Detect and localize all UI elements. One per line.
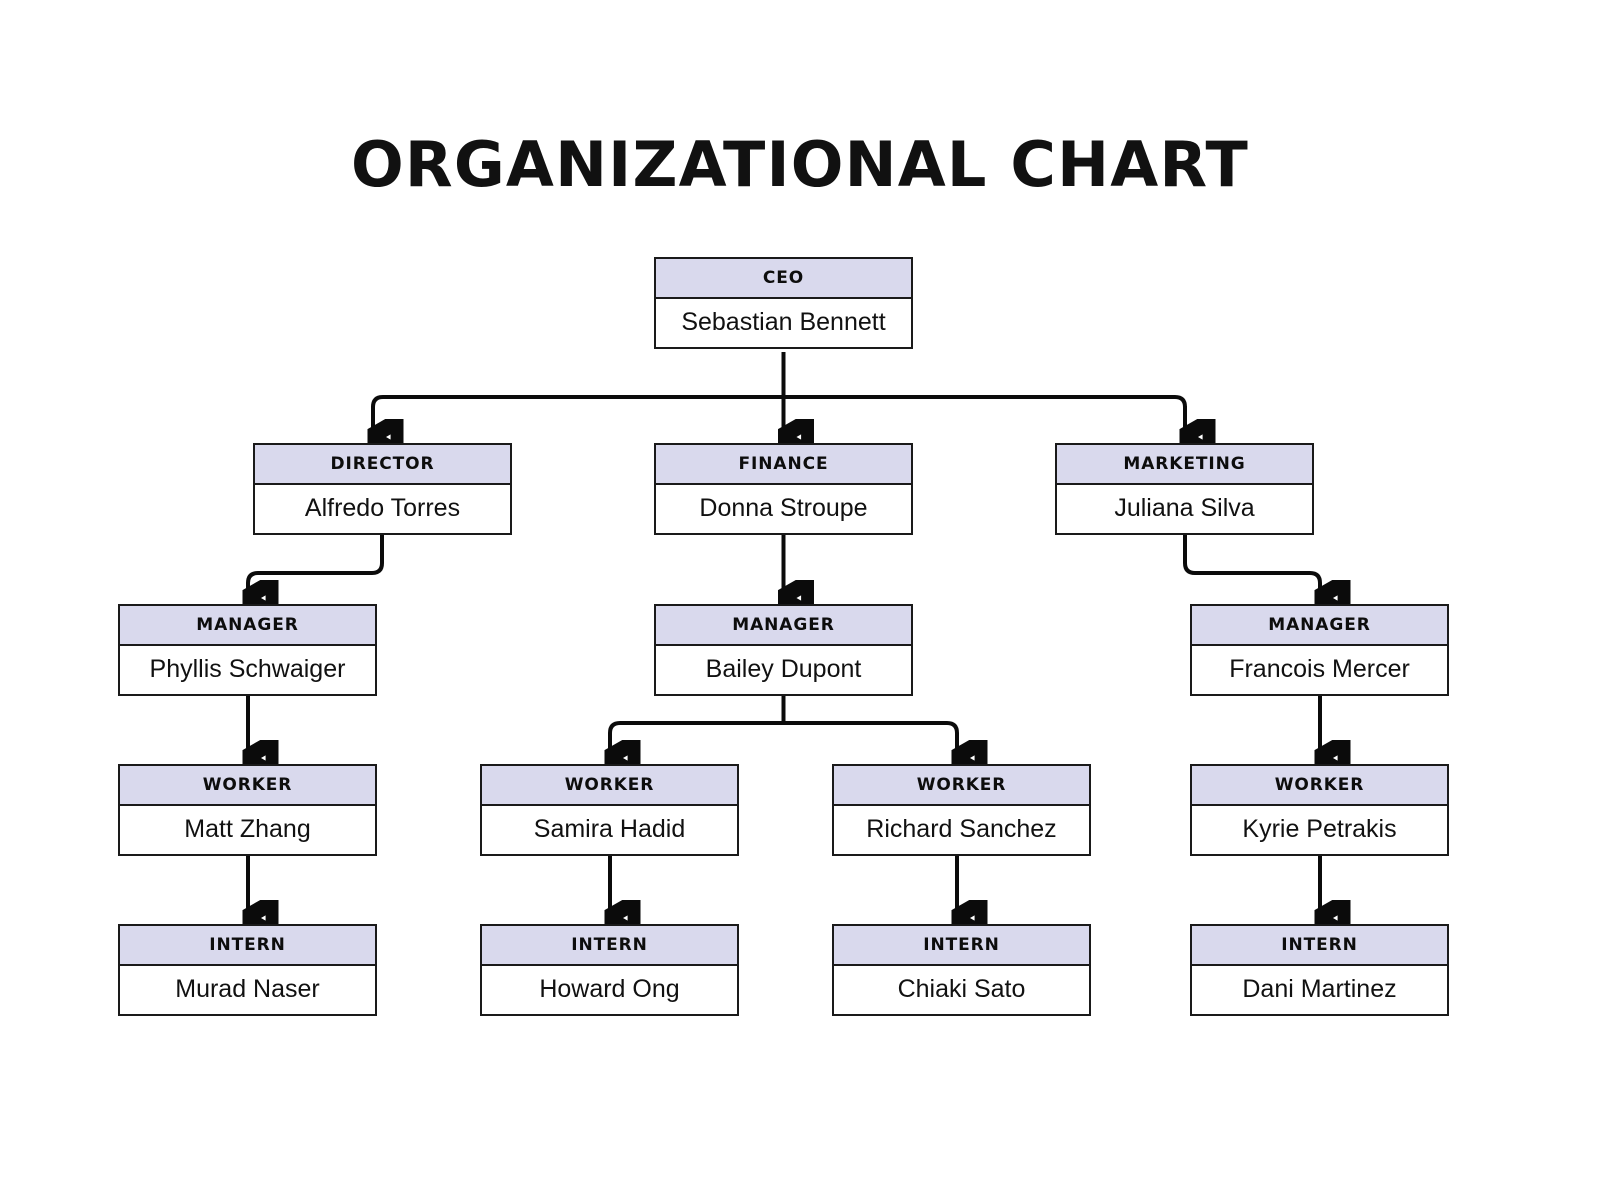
- page-title: ORGANIZATIONAL CHART: [350, 128, 1250, 201]
- node-finance-name: Donna Stroupe: [656, 485, 911, 533]
- node-worker1-name: Matt Zhang: [120, 806, 375, 854]
- node-intern2-name: Howard Ong: [482, 966, 737, 1014]
- node-manager2-role: MANAGER: [656, 606, 911, 646]
- node-intern4[interactable]: INTERN Dani Martinez: [1190, 924, 1449, 1016]
- node-intern2-role: INTERN: [482, 926, 737, 966]
- node-manager3-name: Francois Mercer: [1192, 646, 1447, 694]
- edge-bus-left-corner: [371, 395, 384, 420]
- node-director[interactable]: DIRECTOR Alfredo Torres: [253, 443, 512, 535]
- node-worker2-role: WORKER: [482, 766, 737, 806]
- node-intern3[interactable]: INTERN Chiaki Sato: [832, 924, 1091, 1016]
- node-worker4-name: Kyrie Petrakis: [1192, 806, 1447, 854]
- node-director-name: Alfredo Torres: [255, 485, 510, 533]
- node-ceo-name: Sebastian Bennett: [656, 299, 911, 347]
- node-worker2[interactable]: WORKER Samira Hadid: [480, 764, 739, 856]
- node-finance[interactable]: FINANCE Donna Stroupe: [654, 443, 913, 535]
- node-worker3[interactable]: WORKER Richard Sanchez: [832, 764, 1091, 856]
- node-ceo[interactable]: CEO Sebastian Bennett: [654, 257, 913, 349]
- node-marketing[interactable]: MARKETING Juliana Silva: [1055, 443, 1314, 535]
- edge-director-manager1: [248, 531, 384, 598]
- node-intern4-role: INTERN: [1192, 926, 1447, 966]
- node-worker3-role: WORKER: [834, 766, 1089, 806]
- node-worker4-role: WORKER: [1192, 766, 1447, 806]
- node-manager3-role: MANAGER: [1192, 606, 1447, 646]
- node-manager3[interactable]: MANAGER Francois Mercer: [1190, 604, 1449, 696]
- node-worker2-name: Samira Hadid: [482, 806, 737, 854]
- node-marketing-role: MARKETING: [1057, 445, 1312, 485]
- edge-bus-right-corner: [1174, 395, 1187, 420]
- node-director-role: DIRECTOR: [255, 445, 510, 485]
- node-intern2[interactable]: INTERN Howard Ong: [480, 924, 739, 1016]
- node-intern1-name: Murad Naser: [120, 966, 375, 1014]
- node-intern4-name: Dani Martinez: [1192, 966, 1447, 1014]
- node-manager1[interactable]: MANAGER Phyllis Schwaiger: [118, 604, 377, 696]
- node-manager1-name: Phyllis Schwaiger: [120, 646, 375, 694]
- node-intern1[interactable]: INTERN Murad Naser: [118, 924, 377, 1016]
- node-ceo-role: CEO: [656, 259, 911, 299]
- node-finance-role: FINANCE: [656, 445, 911, 485]
- node-marketing-name: Juliana Silva: [1057, 485, 1312, 533]
- node-worker1-role: WORKER: [120, 766, 375, 806]
- edge-marketing-manager3: [1183, 531, 1320, 598]
- node-intern1-role: INTERN: [120, 926, 375, 966]
- edge-manager2-right-corner: [946, 721, 959, 745]
- node-manager1-role: MANAGER: [120, 606, 375, 646]
- node-worker1[interactable]: WORKER Matt Zhang: [118, 764, 377, 856]
- edge-manager2-left-corner: [608, 721, 621, 745]
- node-worker3-name: Richard Sanchez: [834, 806, 1089, 854]
- node-intern3-role: INTERN: [834, 926, 1089, 966]
- node-worker4[interactable]: WORKER Kyrie Petrakis: [1190, 764, 1449, 856]
- node-intern3-name: Chiaki Sato: [834, 966, 1089, 1014]
- node-manager2[interactable]: MANAGER Bailey Dupont: [654, 604, 913, 696]
- node-manager2-name: Bailey Dupont: [656, 646, 911, 694]
